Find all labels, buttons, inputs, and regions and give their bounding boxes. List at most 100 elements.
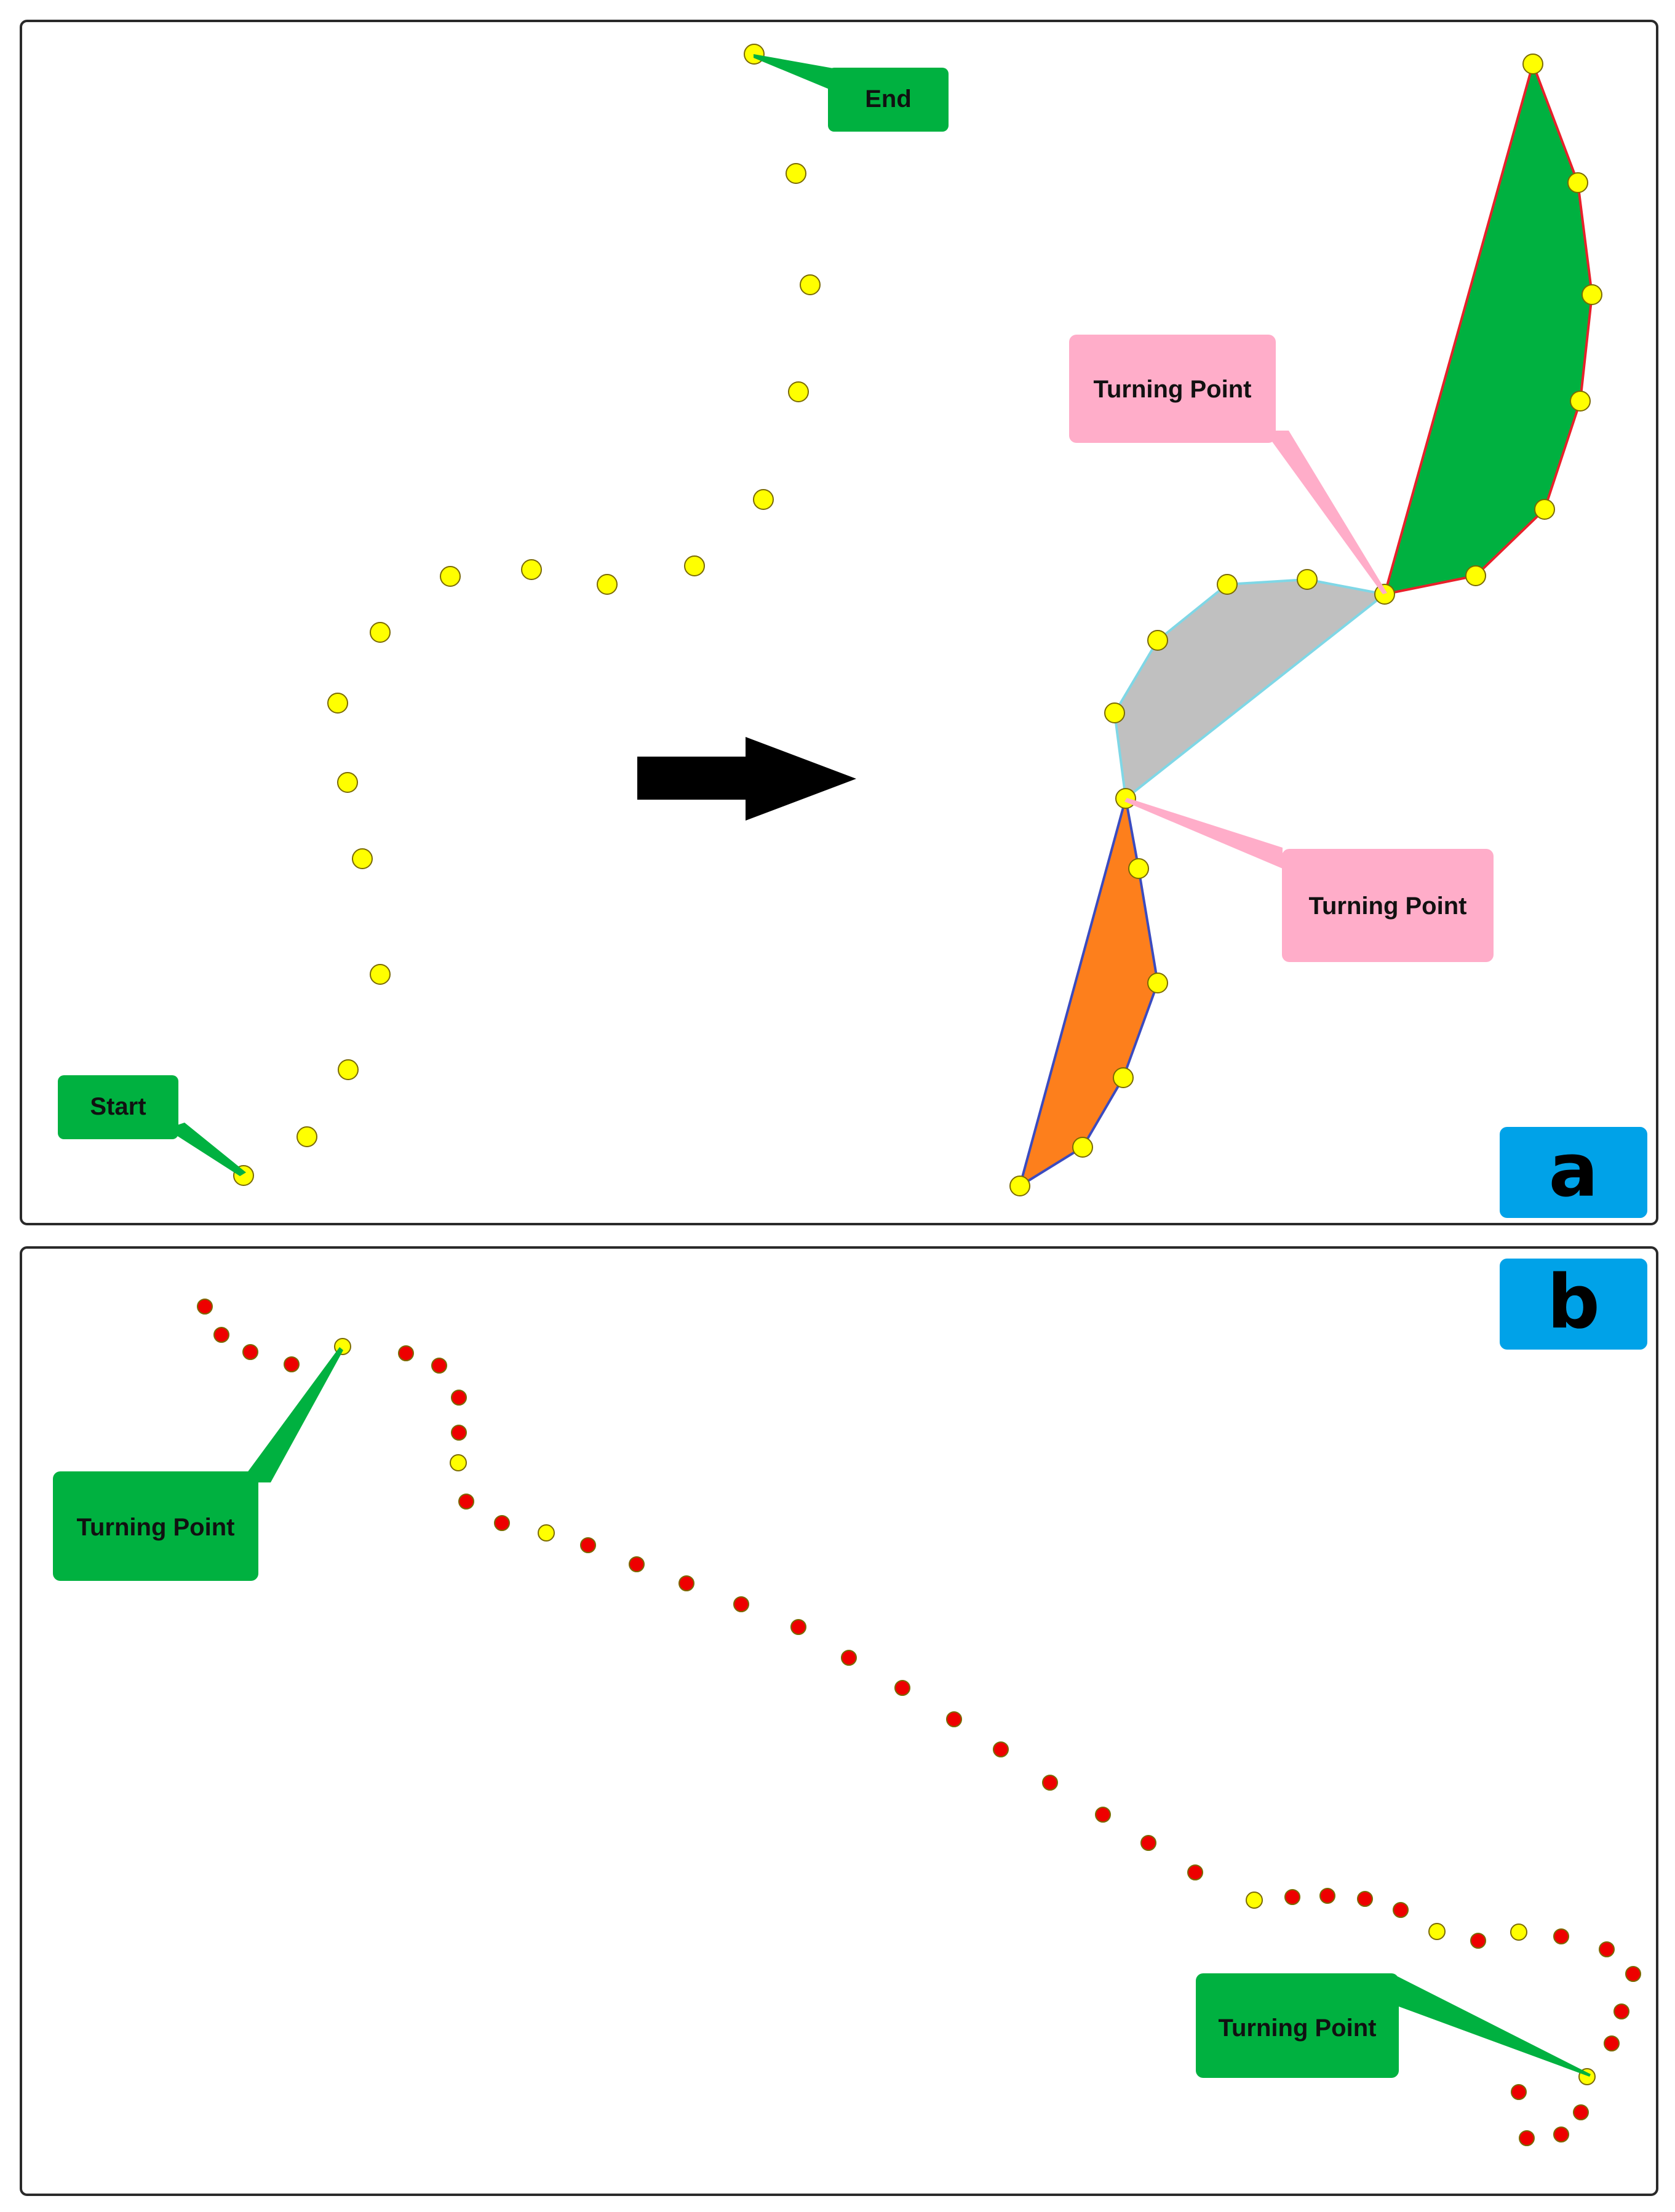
turning-candidate-point bbox=[1510, 1924, 1527, 1941]
trajectory-point bbox=[580, 1537, 596, 1553]
turning-point-label-box-a2 bbox=[1282, 849, 1494, 962]
trajectory-point bbox=[398, 1345, 414, 1361]
trajectory-point bbox=[296, 1126, 317, 1147]
turning-point-callout-b1: Turning Point bbox=[53, 1347, 343, 1581]
segmented-point bbox=[1374, 584, 1395, 605]
trajectory-point bbox=[894, 1680, 910, 1696]
trajectory-point bbox=[1613, 2003, 1629, 2019]
trajectory-point bbox=[946, 1711, 962, 1727]
trajectory-point bbox=[242, 1344, 258, 1360]
trajectory-point bbox=[284, 1356, 300, 1372]
turning-candidate-point bbox=[538, 1524, 555, 1542]
panel-a bbox=[20, 20, 1658, 1225]
segment-gray-polygon bbox=[1113, 578, 1386, 800]
trajectory-point bbox=[1393, 1902, 1409, 1918]
panel-b-tag: b bbox=[1500, 1259, 1647, 1350]
turning-point-label-box-a1 bbox=[1069, 335, 1276, 443]
turning-point-label-a1: Turning Point bbox=[1094, 376, 1252, 403]
segmented-point bbox=[1128, 858, 1149, 879]
start-label: Start bbox=[90, 1093, 146, 1120]
panel-a-raw-trajectory bbox=[233, 44, 821, 1186]
trajectory-point bbox=[993, 1741, 1009, 1757]
segmented-point bbox=[1115, 788, 1136, 809]
panel-a-letter: a bbox=[1549, 1128, 1599, 1214]
turning-point-label-box-b2 bbox=[1196, 1973, 1399, 2078]
segmented-point bbox=[1465, 565, 1486, 586]
trajectory-point bbox=[629, 1556, 645, 1572]
trajectory-point bbox=[197, 1299, 213, 1315]
panel-a-tag: a bbox=[1500, 1127, 1647, 1218]
trajectory-point bbox=[1511, 2084, 1527, 2100]
segmented-point bbox=[1582, 284, 1602, 305]
trajectory-point bbox=[451, 1425, 467, 1441]
segmented-point bbox=[1534, 499, 1555, 520]
turning-point-label-a2: Turning Point bbox=[1309, 893, 1467, 920]
trajectory-point bbox=[1140, 1835, 1156, 1851]
segmented-point bbox=[1009, 1176, 1030, 1196]
trajectory-point bbox=[733, 1596, 749, 1612]
segmented-point bbox=[1522, 54, 1543, 74]
turning-candidate-point bbox=[450, 1454, 467, 1471]
trajectory-point bbox=[1625, 1966, 1641, 1982]
segmented-point bbox=[1217, 574, 1238, 595]
start-label-box bbox=[58, 1075, 178, 1139]
trajectory-point bbox=[352, 848, 373, 869]
trajectory-point bbox=[458, 1494, 474, 1510]
trajectory-point bbox=[800, 274, 821, 295]
segmented-point bbox=[1297, 569, 1318, 590]
trajectory-point bbox=[370, 964, 391, 985]
trajectory-point bbox=[753, 489, 774, 510]
trajectory-point bbox=[597, 574, 618, 595]
trajectory-point bbox=[684, 555, 705, 576]
trajectory-point bbox=[494, 1515, 510, 1531]
trajectory-point bbox=[1519, 2130, 1535, 2146]
trajectory-point bbox=[521, 559, 542, 580]
segmented-point bbox=[1147, 973, 1168, 993]
turning-candidate-point bbox=[1428, 1923, 1446, 1940]
trajectory-point bbox=[440, 566, 461, 587]
turning-candidate-point bbox=[1246, 1892, 1263, 1909]
segmented-point bbox=[1072, 1137, 1093, 1158]
trajectory-point bbox=[790, 1619, 806, 1635]
trajectory-point bbox=[431, 1358, 447, 1374]
segmented-point bbox=[1113, 1067, 1134, 1088]
trajectory-point bbox=[1319, 1888, 1335, 1904]
trajectory-point bbox=[327, 693, 348, 714]
start-callout: Start bbox=[58, 1075, 246, 1176]
panel-b-trajectory bbox=[197, 1299, 1641, 2146]
trajectory-point bbox=[1553, 1928, 1569, 1944]
segment-green-polygon bbox=[1383, 63, 1593, 595]
trajectory-point bbox=[841, 1650, 857, 1666]
trajectory-point bbox=[1553, 2126, 1569, 2142]
segmented-point bbox=[1104, 702, 1125, 723]
trajectory-point bbox=[1042, 1775, 1058, 1791]
trajectory-point bbox=[337, 772, 358, 793]
turning-point-callout-a2: Turning Point bbox=[1124, 798, 1494, 962]
panel-b-letter: b bbox=[1547, 1260, 1600, 1345]
segmented-point bbox=[1570, 391, 1591, 412]
trajectory-point bbox=[213, 1327, 229, 1343]
trajectory-point bbox=[1604, 2035, 1620, 2051]
transform-arrow bbox=[637, 737, 856, 821]
trajectory-point bbox=[1187, 1864, 1203, 1880]
trajectory-point bbox=[451, 1390, 467, 1406]
trajectory-point bbox=[788, 381, 809, 402]
turning-point-label-b2: Turning Point bbox=[1219, 2015, 1377, 2042]
end-label: End bbox=[865, 86, 912, 113]
trajectory-point bbox=[1095, 1807, 1111, 1823]
turning-point-label-b1: Turning Point bbox=[77, 1514, 235, 1541]
trajectory-point bbox=[1599, 1941, 1615, 1957]
trajectory-point bbox=[370, 622, 391, 643]
segmented-point bbox=[1567, 172, 1588, 193]
trajectory-point bbox=[338, 1059, 359, 1080]
trajectory-point bbox=[1470, 1933, 1486, 1949]
trajectory-point bbox=[744, 44, 765, 65]
turning-point-label-box-b1 bbox=[53, 1471, 258, 1581]
trajectory-point bbox=[1573, 2104, 1589, 2120]
trajectory-point bbox=[1284, 1889, 1300, 1905]
trajectory-point bbox=[678, 1575, 694, 1591]
turning-point-callout-b2: Turning Point bbox=[1196, 1973, 1591, 2078]
end-label-box bbox=[828, 68, 949, 132]
trajectory-point bbox=[786, 163, 806, 184]
